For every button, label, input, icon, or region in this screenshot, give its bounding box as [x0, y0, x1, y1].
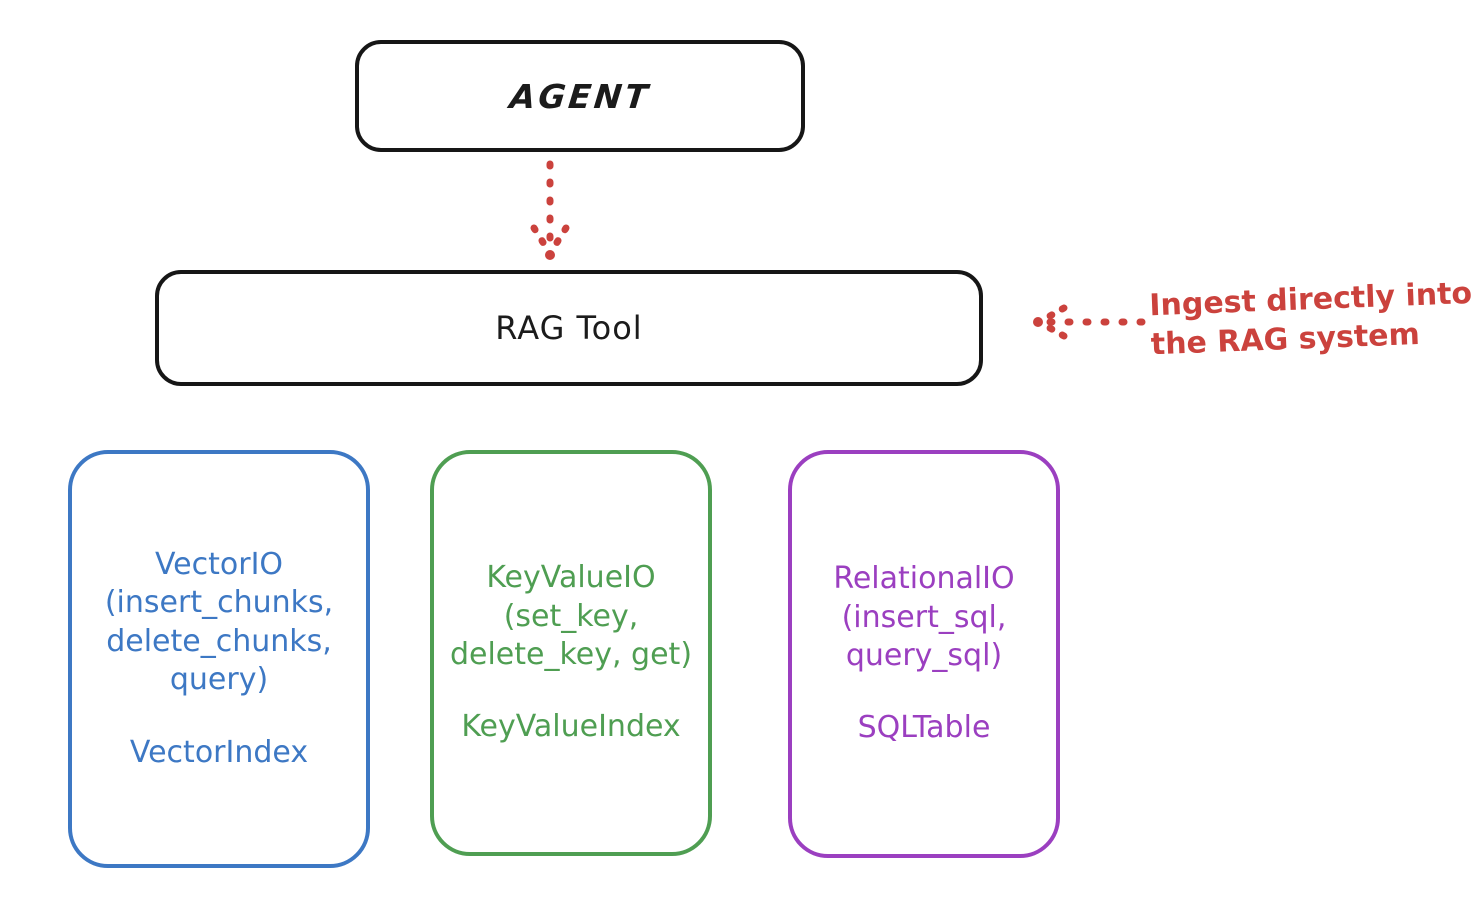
- node-agent-label: AGENT: [507, 76, 653, 116]
- node-relational-io[interactable]: RelationalIO (insert_sql, query_sql) SQL…: [788, 450, 1060, 858]
- node-relational-io-title: RelationalIO (insert_sql, query_sql): [833, 561, 1015, 673]
- node-key-value-io[interactable]: KeyValueIO (set_key, delete_key, get) Ke…: [430, 450, 712, 856]
- node-rag-tool-label: RAG Tool: [495, 309, 643, 347]
- node-vector-io[interactable]: VectorIO (insert_chunks, delete_chunks, …: [68, 450, 370, 868]
- node-agent[interactable]: AGENT: [355, 40, 805, 152]
- annotation-ingest-directly: Ingest directly into the RAG system: [1148, 275, 1473, 363]
- connector-ingest-to-rag-tool: [1033, 304, 1146, 340]
- node-relational-io-subtitle: SQLTable: [857, 710, 991, 746]
- node-vector-io-subtitle: VectorIndex: [129, 734, 309, 770]
- node-key-value-io-title: KeyValueIO (set_key, delete_key, get): [449, 560, 693, 672]
- node-vector-io-title: VectorIO (insert_chunks, delete_chunks, …: [104, 547, 334, 698]
- node-key-value-io-subtitle: KeyValueIndex: [461, 709, 681, 745]
- connector-agent-to-rag-tool: [530, 160, 570, 260]
- node-rag-tool[interactable]: RAG Tool: [155, 270, 983, 386]
